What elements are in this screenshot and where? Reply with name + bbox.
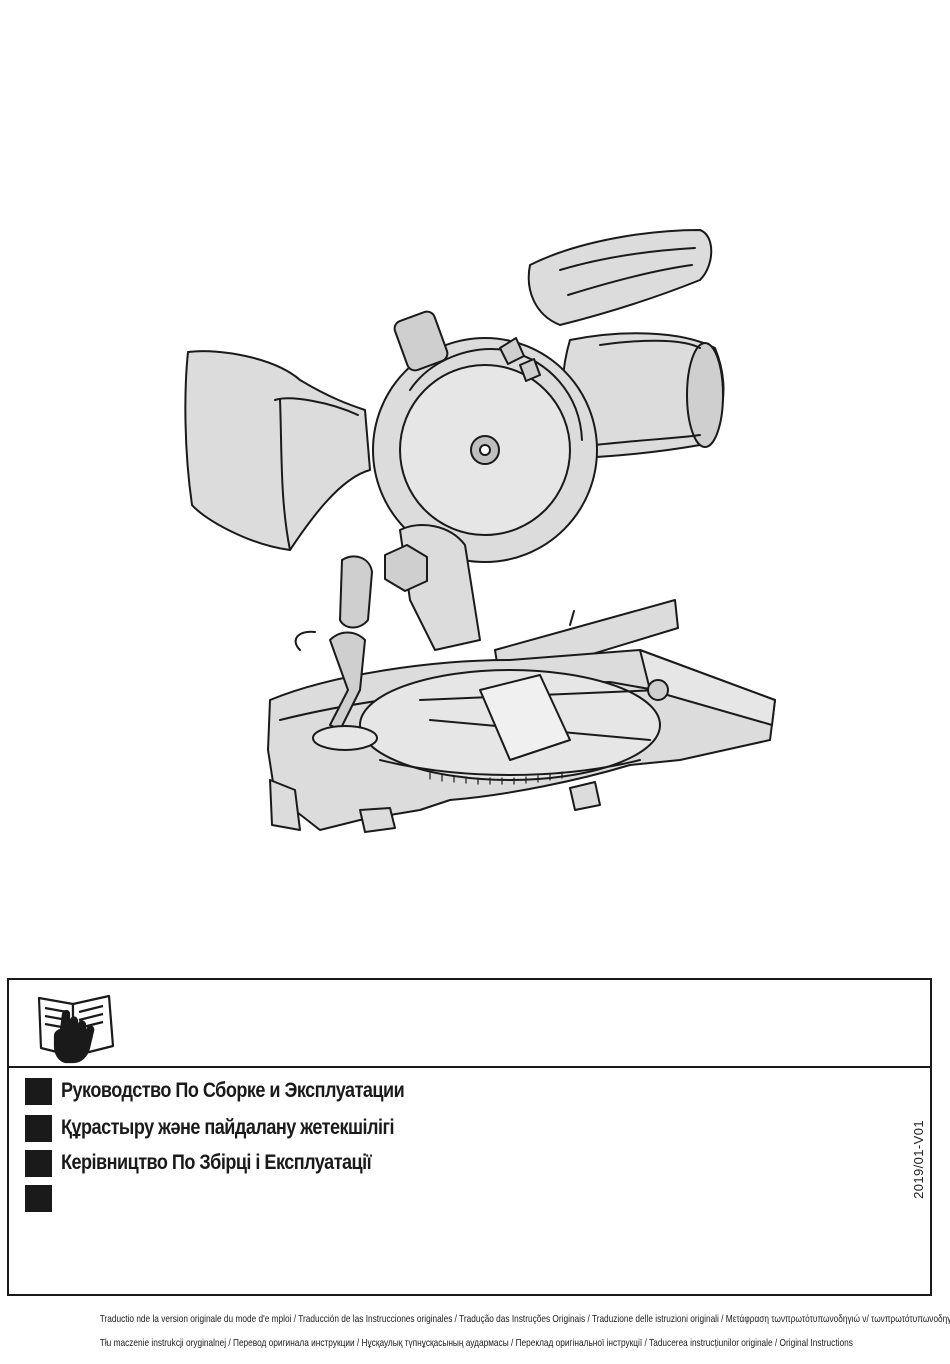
language-row-kazakh: Құрастыру және пайдалану жетекшілігі — [25, 1113, 448, 1143]
right-extension — [639, 649, 776, 726]
footer-translations-line-2: Tłu maczenie instrukcji oryginalnej / Пе… — [99, 1337, 853, 1349]
handle — [527, 229, 713, 326]
right-leg — [569, 781, 601, 811]
language-title: Руководство По Сборке и Эксплуатации — [61, 1079, 405, 1102]
miter-saw-illustration — [184, 229, 776, 833]
dust-bag — [184, 350, 371, 551]
info-box: Руководство По Сборке и Эксплуатации Құр… — [7, 978, 932, 1296]
language-square — [25, 1149, 52, 1177]
language-square — [25, 1077, 52, 1105]
footer-translations-line-1: Traductio nde la version originale du mo… — [99, 1313, 950, 1325]
language-row-russian: Руководство По Сборке и Эксплуатации — [25, 1076, 460, 1106]
language-row-ukrainian: Керівництво По Збірці і Експлуатації — [25, 1148, 422, 1178]
language-title: Керівництво По Збірці і Експлуатації — [61, 1151, 372, 1174]
document-version: 2019/01-V01 — [911, 1120, 926, 1199]
language-square — [25, 1184, 52, 1212]
read-manual-icon — [37, 994, 115, 1064]
left-leg — [269, 779, 301, 831]
language-square — [25, 1114, 52, 1142]
front-leg — [359, 807, 396, 833]
language-title: Құрастыру және пайдалану жетекшілігі — [61, 1116, 395, 1139]
language-row-blank — [25, 1183, 61, 1213]
icon-row — [9, 980, 930, 1068]
